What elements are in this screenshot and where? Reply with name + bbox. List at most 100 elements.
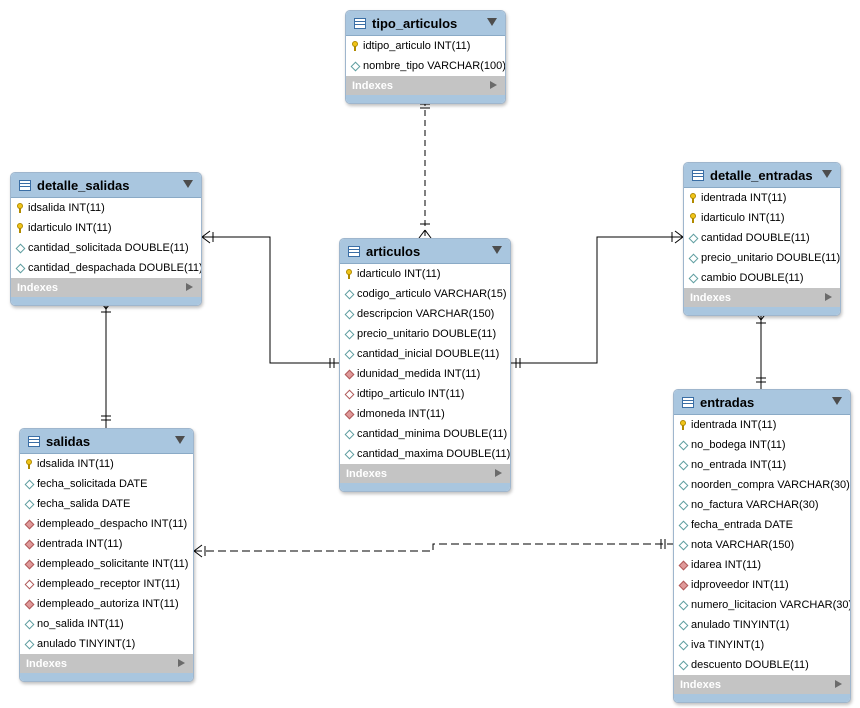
column-row[interactable]: descuento DOUBLE(11) <box>674 655 850 675</box>
table-footer <box>346 95 505 103</box>
indexes-bar[interactable]: Indexes <box>346 76 505 95</box>
table-name: detalle_salidas <box>37 177 130 193</box>
expand-arrow-icon[interactable] <box>186 283 193 291</box>
column-row[interactable]: idunidad_medida INT(11) <box>340 364 510 384</box>
indexes-label: Indexes <box>26 657 67 670</box>
column-name: fecha_solicitada DATE <box>37 478 148 490</box>
column-icon <box>689 273 697 283</box>
indexes-bar[interactable]: Indexes <box>340 464 510 483</box>
expand-arrow-icon[interactable] <box>490 81 497 89</box>
indexes-label: Indexes <box>680 678 721 691</box>
indexes-bar[interactable]: Indexes <box>20 654 193 673</box>
column-row[interactable]: nombre_tipo VARCHAR(100) <box>346 56 505 76</box>
column-row[interactable]: cantidad_maxima DOUBLE(11) <box>340 444 510 464</box>
column-name: no_bodega INT(11) <box>691 439 786 451</box>
column-row[interactable]: identrada INT(11) <box>20 534 193 554</box>
column-row[interactable]: idempleado_receptor INT(11) <box>20 574 193 594</box>
column-name: idmoneda INT(11) <box>357 408 445 420</box>
column-row[interactable]: no_salida INT(11) <box>20 614 193 634</box>
foreign-key-icon <box>25 599 33 609</box>
column-row[interactable]: cantidad_minima DOUBLE(11) <box>340 424 510 444</box>
column-row[interactable]: idarticulo INT(11) <box>11 218 201 238</box>
column-row[interactable]: idarea INT(11) <box>674 555 850 575</box>
column-row[interactable]: idproveedor INT(11) <box>674 575 850 595</box>
column-row[interactable]: fecha_salida DATE <box>20 494 193 514</box>
column-row[interactable]: no_factura VARCHAR(30) <box>674 495 850 515</box>
column-row[interactable]: idarticulo INT(11) <box>684 208 840 228</box>
column-icon <box>16 243 24 253</box>
collapse-arrow-icon[interactable] <box>487 18 497 26</box>
column-row[interactable]: cambio DOUBLE(11) <box>684 268 840 288</box>
column-row[interactable]: codigo_articulo VARCHAR(15) <box>340 284 510 304</box>
table-header[interactable]: entradas <box>674 390 850 415</box>
foreign-key-icon <box>25 579 33 589</box>
table-header[interactable]: articulos <box>340 239 510 264</box>
column-row[interactable]: no_bodega INT(11) <box>674 435 850 455</box>
column-name: idproveedor INT(11) <box>691 579 789 591</box>
table-entradas[interactable]: entradas identrada INT(11) no_bodega INT(1… <box>673 389 851 703</box>
collapse-arrow-icon[interactable] <box>492 246 502 254</box>
indexes-bar[interactable]: Indexes <box>11 278 201 297</box>
column-name: descripcion VARCHAR(150) <box>357 308 495 320</box>
column-row[interactable]: iva TINYINT(1) <box>674 635 850 655</box>
column-row[interactable]: idarticulo INT(11) <box>340 264 510 284</box>
column-row[interactable]: idtipo_articulo INT(11) <box>340 384 510 404</box>
column-row[interactable]: idmoneda INT(11) <box>340 404 510 424</box>
column-row[interactable]: idsalida INT(11) <box>20 454 193 474</box>
column-row[interactable]: precio_unitario DOUBLE(11) <box>340 324 510 344</box>
column-row[interactable]: descripcion VARCHAR(150) <box>340 304 510 324</box>
column-row[interactable]: numero_licitacion VARCHAR(30) <box>674 595 850 615</box>
column-row[interactable]: cantidad_despachada DOUBLE(11) <box>11 258 201 278</box>
column-row[interactable]: idempleado_autoriza INT(11) <box>20 594 193 614</box>
table-header[interactable]: detalle_entradas <box>684 163 840 188</box>
collapse-arrow-icon[interactable] <box>175 436 185 444</box>
column-row[interactable]: idtipo_articulo INT(11) <box>346 36 505 56</box>
table-header[interactable]: salidas <box>20 429 193 454</box>
column-name: iva TINYINT(1) <box>691 639 765 651</box>
column-icon <box>345 329 353 339</box>
column-row[interactable]: fecha_solicitada DATE <box>20 474 193 494</box>
column-row[interactable]: fecha_entrada DATE <box>674 515 850 535</box>
column-row[interactable]: identrada INT(11) <box>684 188 840 208</box>
column-row[interactable]: cantidad_solicitada DOUBLE(11) <box>11 238 201 258</box>
column-row[interactable]: identrada INT(11) <box>674 415 850 435</box>
column-icon <box>345 449 353 459</box>
indexes-label: Indexes <box>346 467 387 480</box>
collapse-arrow-icon[interactable] <box>832 397 842 405</box>
expand-arrow-icon[interactable] <box>835 680 842 688</box>
table-footer <box>674 694 850 702</box>
column-name: identrada INT(11) <box>691 419 777 431</box>
table-detalle-salidas[interactable]: detalle_salidas idsalida INT(11)idarticul… <box>10 172 202 306</box>
indexes-bar[interactable]: Indexes <box>674 675 850 694</box>
expand-arrow-icon[interactable] <box>178 659 185 667</box>
column-row[interactable]: anulado TINYINT(1) <box>674 615 850 635</box>
column-row[interactable]: cantidad_inicial DOUBLE(11) <box>340 344 510 364</box>
expand-arrow-icon[interactable] <box>825 293 832 301</box>
table-header[interactable]: tipo_articulos <box>346 11 505 36</box>
column-row[interactable]: idempleado_despacho INT(11) <box>20 514 193 534</box>
indexes-label: Indexes <box>17 281 58 294</box>
expand-arrow-icon[interactable] <box>495 469 502 477</box>
collapse-arrow-icon[interactable] <box>183 180 193 188</box>
collapse-arrow-icon[interactable] <box>822 170 832 178</box>
column-row[interactable]: precio_unitario DOUBLE(11) <box>684 248 840 268</box>
column-row[interactable]: nota VARCHAR(150) <box>674 535 850 555</box>
column-name: anulado TINYINT(1) <box>37 638 136 650</box>
column-row[interactable]: idsalida INT(11) <box>11 198 201 218</box>
column-row[interactable]: cantidad DOUBLE(11) <box>684 228 840 248</box>
column-icon <box>679 520 687 530</box>
column-icon <box>16 263 24 273</box>
column-row[interactable]: noorden_compra VARCHAR(30) <box>674 475 850 495</box>
indexes-bar[interactable]: Indexes <box>684 288 840 307</box>
table-header[interactable]: detalle_salidas <box>11 173 201 198</box>
column-name: cantidad_maxima DOUBLE(11) <box>357 448 511 460</box>
column-row[interactable]: no_entrada INT(11) <box>674 455 850 475</box>
column-name: idarticulo INT(11) <box>701 212 785 224</box>
column-row[interactable]: idempleado_solicitante INT(11) <box>20 554 193 574</box>
column-row[interactable]: anulado TINYINT(1) <box>20 634 193 654</box>
